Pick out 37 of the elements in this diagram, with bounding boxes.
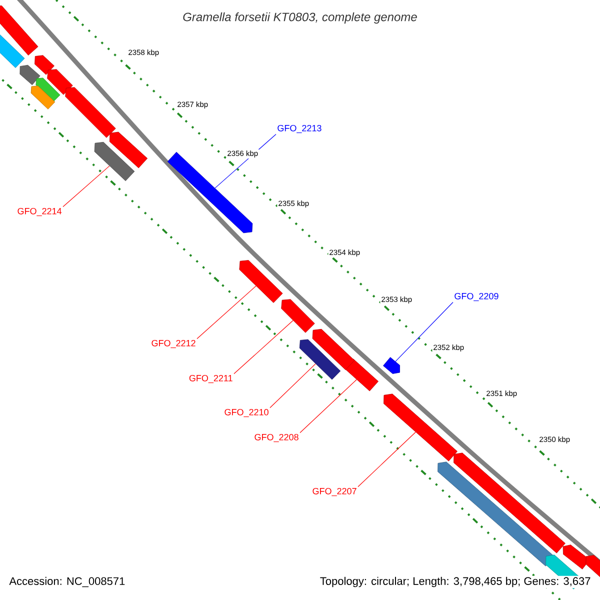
title: Gramella forsetii KT0803, complete genome <box>183 12 417 24</box>
gene-feature <box>281 299 315 333</box>
leader-line <box>62 166 110 208</box>
gene-feature <box>312 328 355 370</box>
gene-label: GFO_2211 <box>189 374 232 384</box>
gene-label: GFO_2208 <box>254 434 298 442</box>
gene-feature <box>47 69 73 95</box>
gene-feature <box>454 452 566 554</box>
leader-line <box>300 379 357 434</box>
info-text: Accession: NC_008571 <box>8 576 126 588</box>
info-text: Topology: circular; Length: 3,798,465 bp; Genes: 3,637 <box>318 576 592 588</box>
gene-feature <box>109 132 148 168</box>
gene-feature <box>20 64 40 86</box>
leader-line <box>358 432 416 488</box>
gene-feature <box>65 87 116 138</box>
gene-feature <box>34 55 54 75</box>
gene-feature <box>586 555 600 579</box>
gene-feature <box>94 142 135 182</box>
gene-feature <box>0 33 25 68</box>
gene-label: GFO_2207 <box>312 488 356 496</box>
leader-line <box>234 320 294 374</box>
gene-feature <box>383 357 400 374</box>
gene-label: GFO_2210 <box>224 408 268 418</box>
gene-label: GFO_2214 <box>18 208 62 216</box>
gene-feature <box>438 462 554 566</box>
gene-label: GFO_2209 <box>454 292 498 302</box>
gene-label: GFO_2213 <box>278 124 322 134</box>
gene-feature <box>30 86 56 110</box>
gene-feature <box>299 339 341 380</box>
gene-feature <box>384 394 458 462</box>
gene-feature <box>36 78 60 102</box>
leader-line <box>270 364 316 408</box>
gene-feature <box>0 6 38 56</box>
gene-feature <box>239 260 283 303</box>
leader-line <box>196 286 256 340</box>
gene-label: GFO_2212 <box>152 340 196 348</box>
leader-line <box>395 302 454 362</box>
